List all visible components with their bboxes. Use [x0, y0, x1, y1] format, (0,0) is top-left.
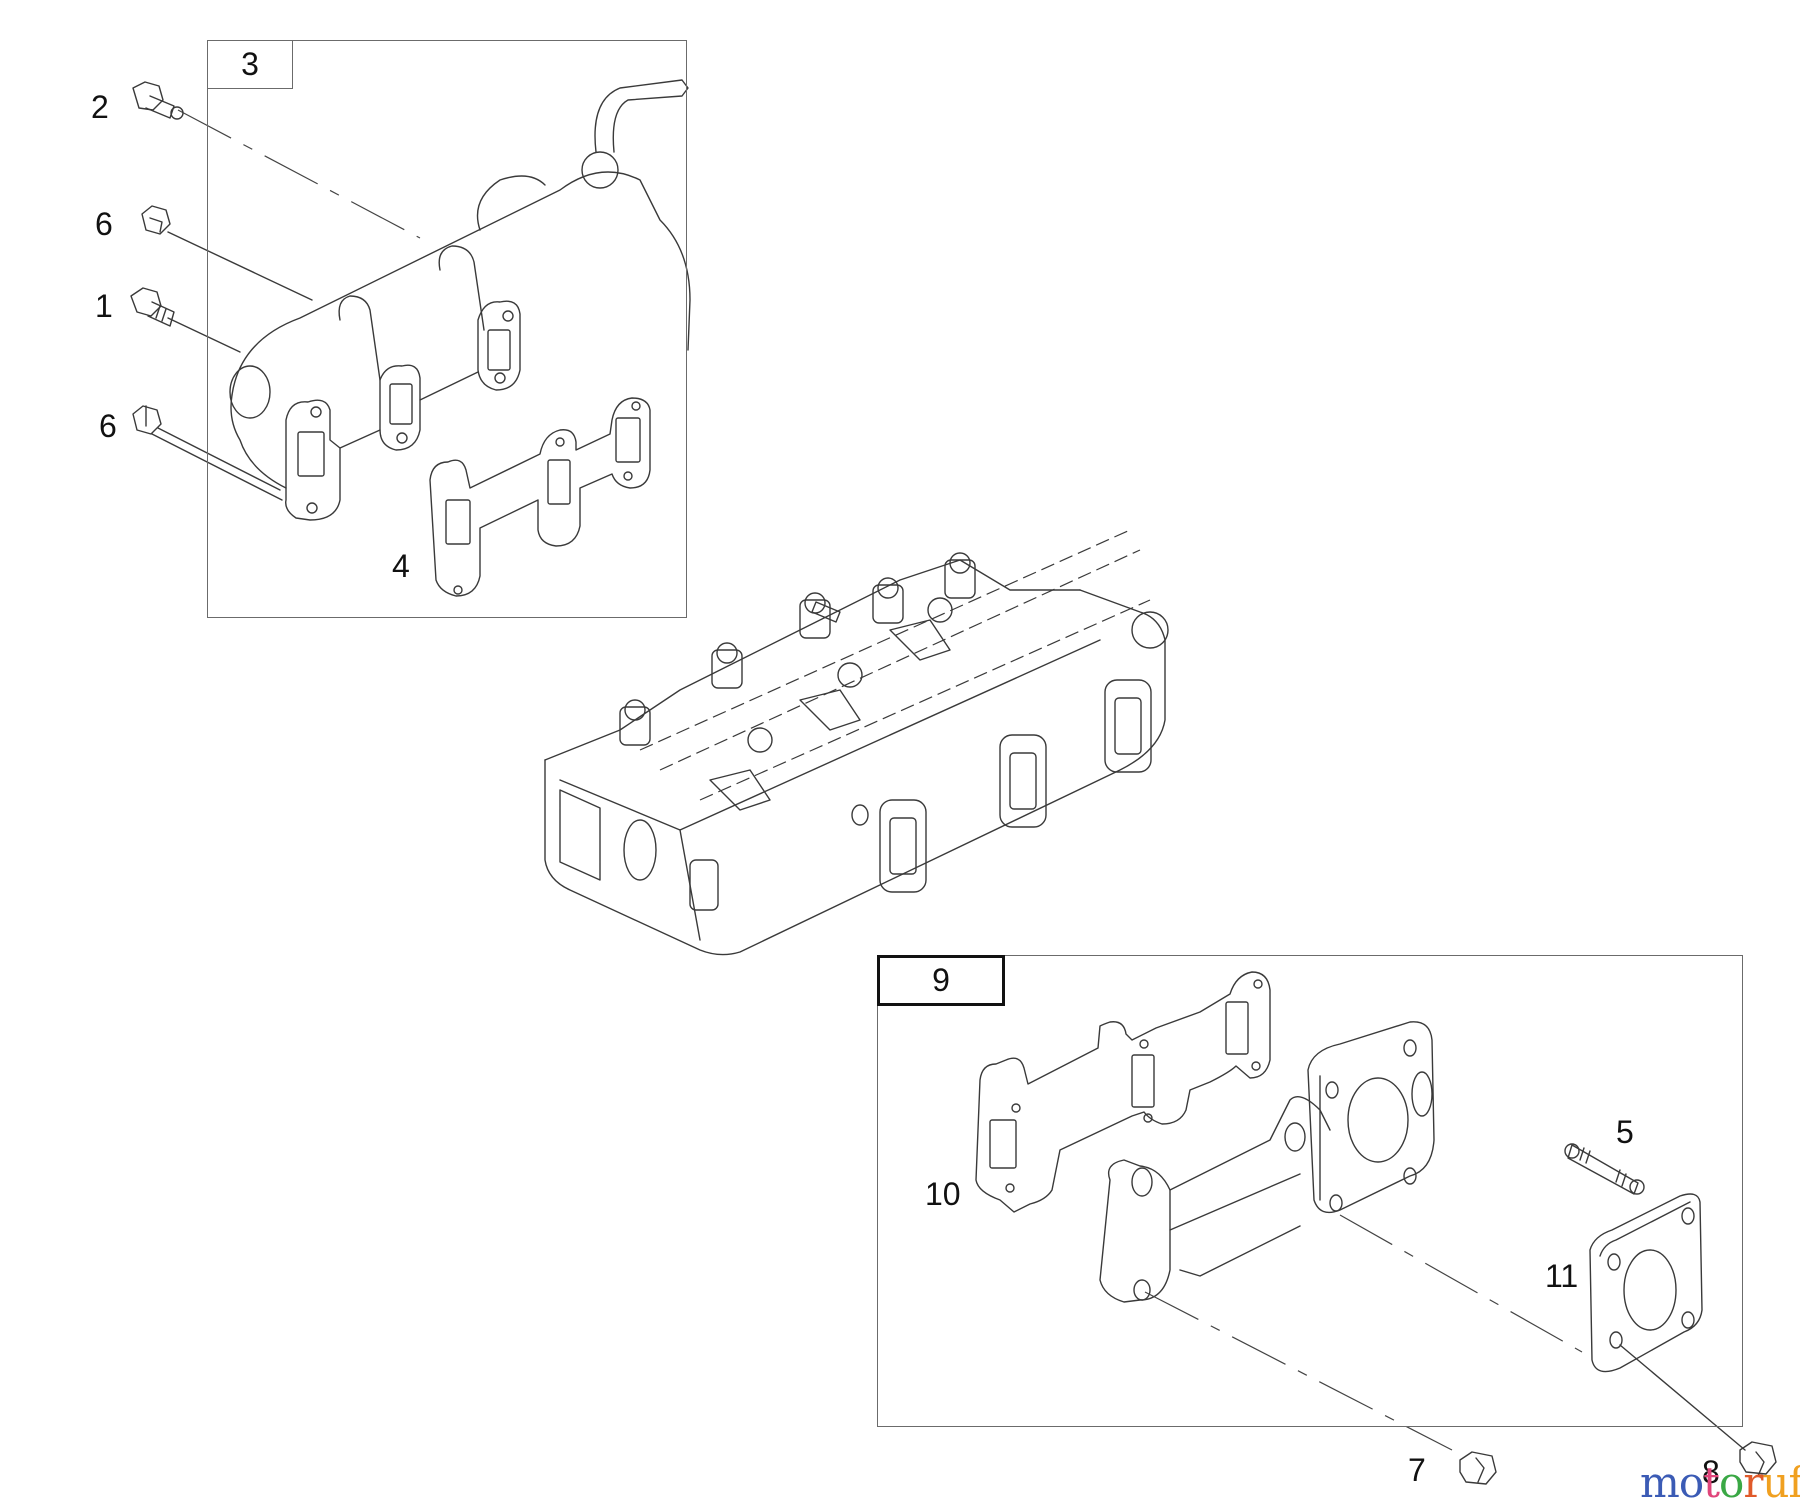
exhaust-manifold-9-drawing [1099, 1021, 1435, 1303]
callout-5: 5 [1616, 1114, 1634, 1150]
nut-7-icon [1459, 1451, 1497, 1485]
motoruf-watermark: motoruf.de [1640, 1462, 1800, 1504]
gasket-10-drawing [975, 971, 1271, 1213]
bolt-1-icon [130, 287, 175, 327]
callout-2: 2 [91, 89, 109, 125]
wm-letter: m [1640, 1458, 1680, 1507]
nut-6-upper-icon [141, 205, 171, 235]
callout-6-lower: 6 [99, 408, 117, 444]
callout-10: 10 [925, 1176, 961, 1212]
cylinder-head-drawing [544, 529, 1169, 956]
wm-letter: u [1762, 1458, 1789, 1507]
group-3-label: 3 [207, 40, 293, 89]
exhaust-manifold-3-drawing [229, 79, 691, 521]
wm-letter: o [1678, 1458, 1704, 1507]
wm-letter: o [1719, 1458, 1744, 1507]
gasket-11-drawing [1589, 1193, 1703, 1373]
wm-letter: t [1703, 1458, 1720, 1507]
nut-8-icon [1739, 1441, 1777, 1477]
callout-7: 7 [1408, 1452, 1426, 1488]
gasket-4-drawing [429, 397, 651, 597]
group-3-box: 3 [207, 40, 687, 618]
nut-6-lower-icon [132, 405, 162, 435]
bolt-2-icon [132, 81, 184, 120]
callout-6-upper: 6 [95, 206, 113, 242]
callout-4: 4 [392, 548, 410, 584]
stud-5-icon [1564, 1143, 1645, 1195]
wm-letter: f [1788, 1458, 1800, 1507]
callout-1: 1 [95, 288, 113, 324]
group-9-label: 9 [877, 955, 1005, 1006]
callout-11: 11 [1545, 1258, 1579, 1294]
callout-8: 8 [1702, 1454, 1720, 1490]
wm-letter: r [1743, 1458, 1763, 1507]
group-9-box: 9 [877, 955, 1743, 1427]
